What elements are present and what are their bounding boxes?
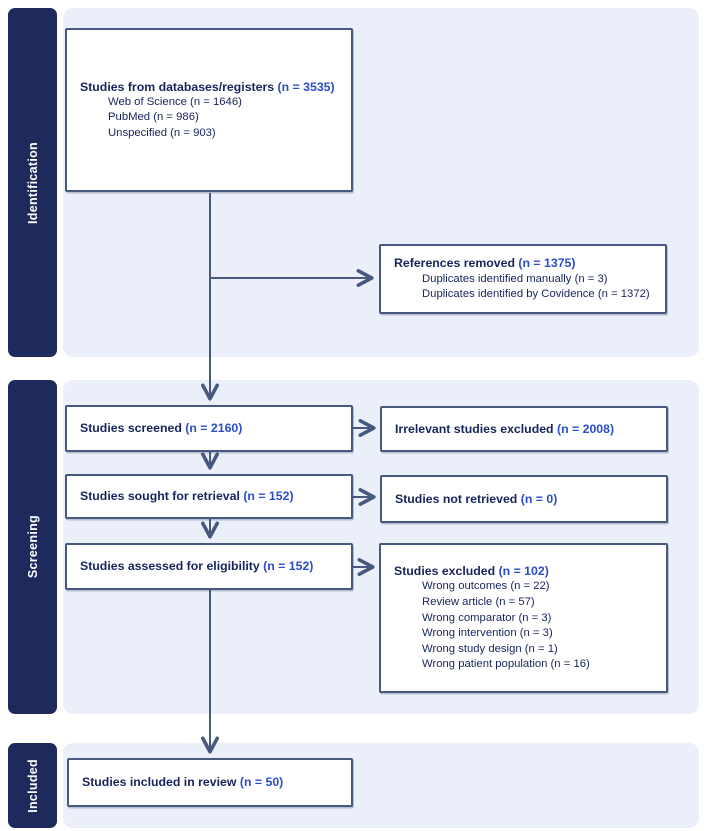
box-count: (n = 0): [520, 491, 558, 506]
box-count: (n = 152): [263, 559, 314, 574]
box-subitem: Wrong outcomes (n = 22): [422, 580, 550, 593]
box-subitem: Duplicates identified by Covidence (n = …: [422, 288, 650, 301]
box-title: Studies from databases/registers (n = 35…: [80, 79, 341, 95]
box-subitem: Web of Science (n = 1646): [108, 95, 242, 108]
box-count: (n = 50): [239, 775, 284, 790]
box-title-text: Studies excluded: [394, 564, 496, 579]
box-subitem: Wrong intervention (n = 3): [422, 627, 553, 640]
box-count: (n = 3535): [277, 79, 335, 94]
section-label-identification: Identification: [8, 8, 57, 357]
box-title: References removed (n = 1375): [394, 255, 655, 271]
box-subitem: Wrong study design (n = 1): [422, 642, 558, 655]
box-title: Irrelevant studies excluded (n = 2008): [395, 421, 656, 437]
box-subitem: Duplicates identified manually (n = 3): [422, 272, 608, 285]
box-title: Studies sought for retrieval (n = 152): [80, 488, 341, 504]
box-count: (n = 1375): [518, 256, 576, 271]
box-title: Studies included in review (n = 50): [82, 774, 341, 790]
box-count: (n = 102): [498, 564, 549, 579]
box-title-text: Studies not retrieved: [395, 491, 518, 506]
box-count: (n = 2008): [556, 421, 615, 436]
box-subitem: Wrong patient population (n = 16): [422, 658, 590, 671]
box-irrelevant-studies-excluded: Irrelevant studies excluded (n = 2008): [380, 406, 668, 452]
box-title-text: References removed: [394, 256, 515, 271]
box-title-text: Studies sought for retrieval: [80, 489, 240, 504]
box-title-text: Studies from databases/registers: [80, 79, 275, 94]
box-subitem: Review article (n = 57): [422, 595, 535, 608]
box-title: Studies not retrieved (n = 0): [395, 491, 656, 507]
section-label-included: Included: [8, 743, 57, 828]
box-studies-included-in-review: Studies included in review (n = 50): [67, 758, 353, 807]
box-title-text: Irrelevant studies excluded: [395, 421, 554, 436]
box-subitem: Wrong comparator (n = 3): [422, 611, 552, 624]
box-studies-from-databases: Studies from databases/registers (n = 35…: [65, 28, 353, 192]
box-studies-screened: Studies screened (n = 2160): [65, 405, 353, 452]
box-references-removed: References removed (n = 1375) Duplicates…: [379, 244, 667, 314]
section-label-screening: Screening: [8, 380, 57, 714]
box-studies-assessed-for-eligibility: Studies assessed for eligibility (n = 15…: [65, 543, 353, 590]
box-studies-not-retrieved: Studies not retrieved (n = 0): [380, 475, 668, 523]
box-title-text: Studies assessed for eligibility: [80, 559, 260, 574]
box-title: Studies screened (n = 2160): [80, 420, 341, 436]
box-studies-sought-for-retrieval: Studies sought for retrieval (n = 152): [65, 474, 353, 519]
box-subitem: Unspecified (n = 903): [108, 126, 216, 139]
box-title-text: Studies screened: [80, 421, 182, 436]
box-count: (n = 152): [243, 489, 294, 504]
box-count: (n = 2160): [185, 421, 243, 436]
box-title: Studies assessed for eligibility (n = 15…: [80, 558, 341, 574]
box-title: Studies excluded (n = 102): [394, 563, 656, 579]
box-studies-excluded: Studies excluded (n = 102) Wrong outcome…: [379, 543, 668, 693]
box-title-text: Studies included in review: [82, 775, 237, 790]
box-subitem: PubMed (n = 986): [108, 111, 199, 124]
